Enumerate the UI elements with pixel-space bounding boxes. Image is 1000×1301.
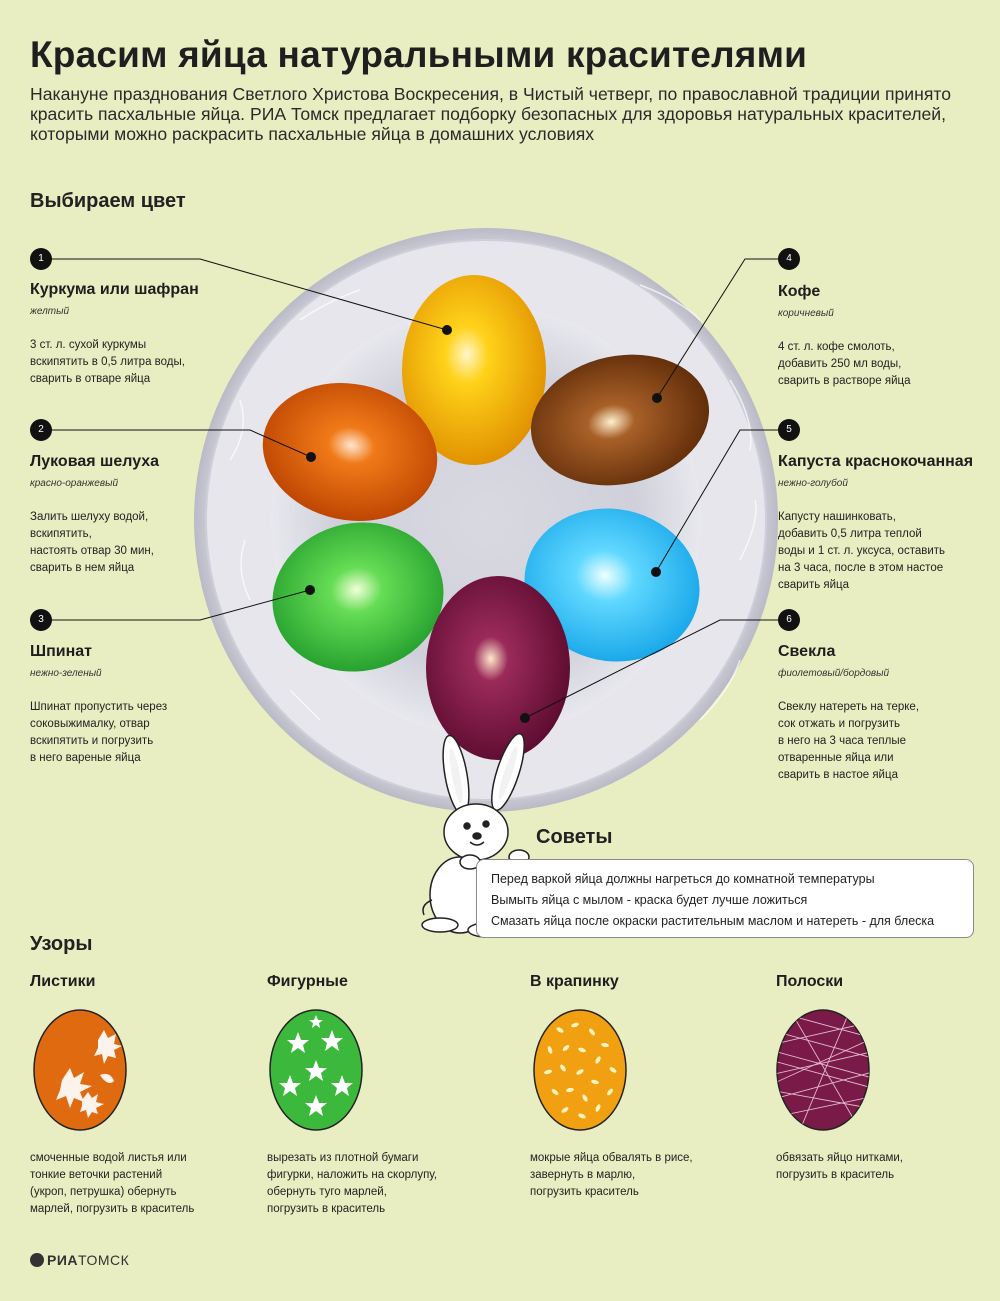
color-title-2: Луковая шелуха [30, 453, 160, 470]
color-desc-4: 4 ст. л. кофе смолоть, добавить 250 мл в… [778, 341, 911, 387]
pattern-title-stripes: Полоски [776, 973, 844, 990]
color-number-5: 5 [778, 419, 800, 441]
pattern-desc-figures: вырезать из плотной бумаги фигурки, нало… [267, 1152, 438, 1215]
pattern-title-leaves: Листики [30, 973, 96, 990]
colors-heading: Выбираем цвет [30, 190, 186, 212]
color-desc-5: Капусту нашинковать, добавить 0,5 литра … [778, 511, 946, 591]
pattern-egg-figures [269, 1009, 363, 1131]
ria-tomsk-logo: РИАТОМСК [30, 1252, 129, 1268]
egg-orange [262, 383, 438, 521]
color-name-6: фиолетовый/бордовый [778, 668, 890, 679]
color-title-5: Капуста краснокочанная [778, 453, 974, 470]
color-number-6: 6 [778, 609, 800, 631]
tip-item: Вымыть яйца с мылом - краска будет лучше… [491, 893, 808, 907]
pattern-egg-stripes [776, 1009, 870, 1131]
page-title: Красим яйца натуральными красителями [30, 34, 808, 75]
pattern-egg-leaves [33, 1009, 127, 1131]
pattern-title-figures: Фигурные [267, 973, 348, 990]
egg-brown [530, 354, 710, 486]
logo-tomsk: ТОМСК [78, 1252, 130, 1268]
color-desc-1: 3 ст. л. сухой куркумы вскипятить в 0,5 … [30, 339, 185, 385]
pattern-egg-speckled [533, 1009, 627, 1131]
color-name-1: желтый [30, 306, 69, 317]
color-number-2: 2 [30, 419, 52, 441]
color-name-2: красно-оранжевый [30, 478, 119, 489]
logo-ria: РИА [47, 1252, 79, 1268]
intro-text: Накануне празднования Светлого Христова … [30, 84, 952, 144]
color-desc-6: Свеклу натереть на терке, сок отжать и п… [778, 701, 920, 781]
leader-dots [305, 325, 662, 723]
color-number-1: 1 [30, 248, 52, 270]
egg-green [272, 522, 444, 672]
color-number-4: 4 [778, 248, 800, 270]
pattern-desc-stripes: обвязать яйцо нитками, погрузить в краси… [776, 1152, 904, 1181]
pattern-title-speckled: В крапинку [530, 973, 619, 990]
egg-purple [426, 576, 570, 760]
color-name-4: коричневый [778, 308, 834, 319]
pattern-desc-speckled: мокрые яйца обвалять в рисе, завернуть в… [530, 1152, 693, 1198]
tip-item: Смазать яйца после окраски растительным … [491, 914, 935, 928]
egg-blue [524, 508, 700, 662]
color-title-6: Свекла [778, 643, 836, 660]
color-name-5: нежно-голубой [778, 478, 848, 489]
tip-item: Перед варкой яйца должны нагреться до ко… [491, 872, 875, 886]
color-number-3: 3 [30, 609, 52, 631]
color-desc-2: Залить шелуху водой, вскипятить, настоят… [30, 511, 154, 574]
bunny-illustration [421, 733, 530, 938]
patterns-heading: Узоры [30, 933, 93, 955]
color-name-3: нежно-зеленый [30, 668, 102, 679]
logo-mark-icon [30, 1253, 44, 1267]
color-title-1: Куркума или шафран [30, 281, 199, 298]
tips-box: Перед варкой яйца должны нагреться до ко… [476, 859, 974, 938]
leader-lines [51, 258, 778, 719]
color-title-4: Кофе [778, 283, 821, 300]
tips-heading: Советы [536, 826, 613, 848]
pattern-desc-leaves: смоченные водой листья или тонкие веточк… [30, 1152, 195, 1215]
egg-yellow [402, 275, 546, 465]
color-title-3: Шпинат [30, 643, 92, 660]
color-desc-3: Шпинат пропустить через соковыжималку, о… [30, 701, 168, 764]
